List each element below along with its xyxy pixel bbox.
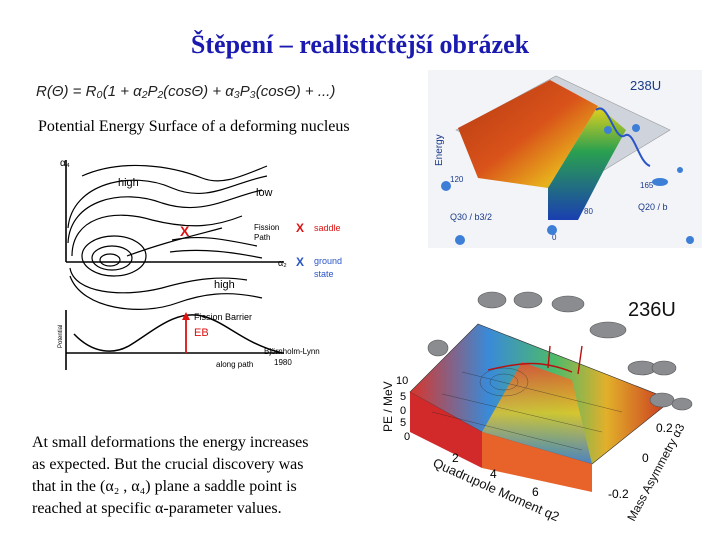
slide-title: Štěpení – realističtější obrázek xyxy=(190,30,530,59)
surface-238u-valley xyxy=(548,106,626,220)
y-tick-0: 0 xyxy=(642,451,649,465)
label-low: low xyxy=(256,187,273,199)
figure-subtitle: Potential Energy Surface of a deforming … xyxy=(38,118,350,135)
deformation-formula: R(Θ) = R₀(1 + α₂P₂(cosΘ) + α₃P₃(cosΘ) + … xyxy=(36,83,335,100)
pe-tick-10: 10 xyxy=(396,375,408,387)
label-high-bottom: high xyxy=(214,279,235,291)
legend-ground-label2: state xyxy=(314,269,334,279)
potential-axes xyxy=(65,310,284,370)
reference-line2: 1980 xyxy=(274,358,292,367)
pe-tick-0b: 0 xyxy=(404,431,410,443)
axis-a4-label: α₄ xyxy=(60,158,70,169)
potential-curve xyxy=(73,314,283,354)
potential-axis-label: Potential xyxy=(58,325,64,348)
surface-236u-ridge xyxy=(482,362,592,464)
fission-barrier-label: Fission Barrier xyxy=(194,312,252,322)
surface-236u-figure: 236U PE / MeV 10 5 0 5 0 2 4 6 Quadrupol… xyxy=(381,291,693,524)
q30-axis-label: Q30 / b3/2 xyxy=(450,212,492,222)
y-tick-0.2: 0.2 xyxy=(656,421,673,435)
tick-120: 120 xyxy=(450,175,464,184)
description-line: as expected. But the crucial discovery w… xyxy=(32,456,304,473)
x-tick-6: 6 xyxy=(532,485,539,499)
surface-238u-top xyxy=(458,80,598,188)
description-line: reached at specific α-parameter values. xyxy=(32,500,282,517)
tick-165: 165 xyxy=(640,181,654,190)
reference-line1: Björnholm-Lynn xyxy=(264,347,320,356)
surface-238u-figure: 238U Energy Q30 / b3/2 Q20 / b 120 80 0 … xyxy=(428,70,702,248)
along-path-label: along path xyxy=(216,360,253,369)
tick-80: 80 xyxy=(584,207,593,216)
saddle-mark: X xyxy=(180,223,190,239)
energy-axis-label: Energy xyxy=(434,134,445,166)
axis-a2-label: α₂ xyxy=(278,258,287,268)
svg-text:R(Θ) = R₀(1 + α₂P₂(cosΘ) + α₃P: R(Θ) = R₀(1 + α₂P₂(cosΘ) + α₃P₃(cosΘ) + … xyxy=(36,83,335,100)
description-line: At small deformations the energy increas… xyxy=(32,434,309,451)
y-tick-neg0.2: -0.2 xyxy=(608,487,629,501)
x-tick-4: 4 xyxy=(490,467,497,481)
pe-tick-0a: 0 xyxy=(400,405,406,417)
legend-ground-label1: ground xyxy=(314,256,342,266)
nucleus-238u-label: 238U xyxy=(630,78,661,93)
contour-lines xyxy=(67,164,268,310)
x-tick-2: 2 xyxy=(452,451,459,465)
tick-0: 0 xyxy=(552,233,557,242)
description-line: that in the (α₂ , α₄) plane a saddle poi… xyxy=(32,478,297,495)
label-high-top: high xyxy=(118,177,139,189)
eb-label: EB xyxy=(194,327,209,339)
contour-axes xyxy=(65,160,284,263)
pe-tick-5a: 5 xyxy=(400,391,406,403)
legend-saddle-label: saddle xyxy=(314,223,341,233)
fission-path-arrows xyxy=(487,345,583,375)
mass-asymmetry-axis-label: Mass Asymmetry α3 xyxy=(624,421,687,523)
surface-236u-front xyxy=(410,392,482,468)
legend-ground-x: X xyxy=(296,255,304,269)
pe-axis-label: PE / MeV xyxy=(381,381,395,432)
q20-axis-label: Q20 / b xyxy=(638,202,668,212)
pe-tick-5b: 5 xyxy=(400,417,406,429)
nucleus-shape-icons xyxy=(441,124,694,245)
nucleus-shape-icons xyxy=(427,291,693,411)
description-text: At small deformations the energy increas… xyxy=(32,432,352,520)
nucleus-236u-label: 236U xyxy=(628,299,676,321)
fission-path-arrow xyxy=(126,227,223,257)
legend-saddle-x: X xyxy=(296,221,304,235)
